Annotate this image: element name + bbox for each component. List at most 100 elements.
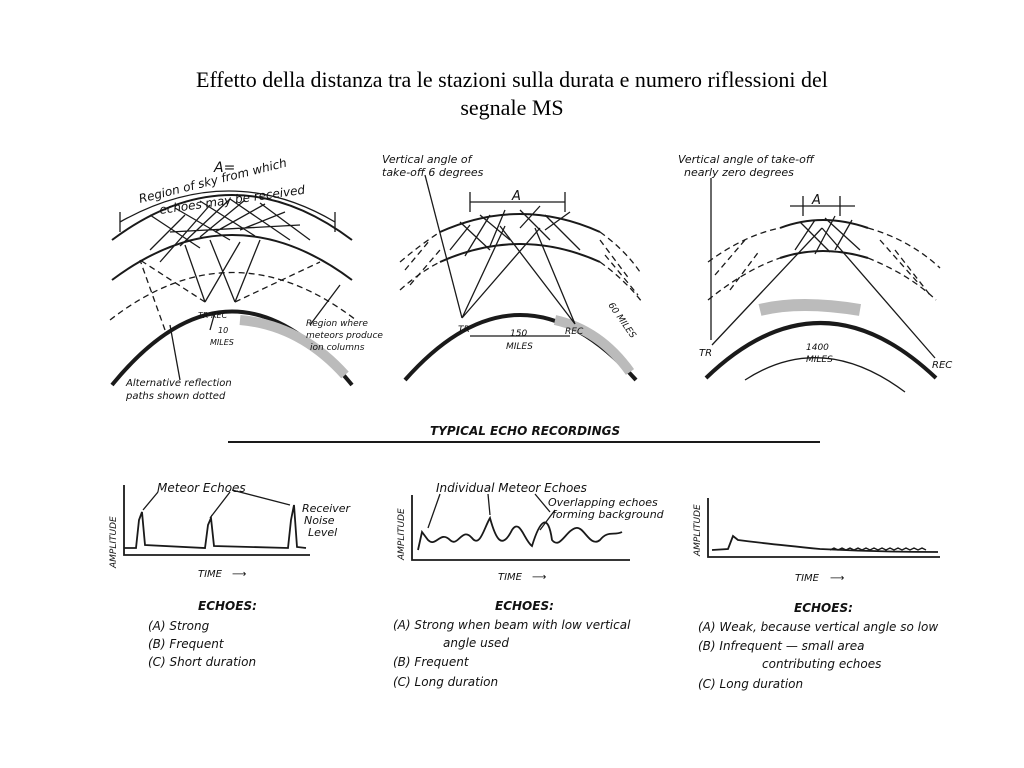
rec3-xlabel: TIME: [795, 573, 820, 584]
meteor-dashed-right-2: [599, 231, 643, 303]
panel1-meteor-line3: ion columns: [310, 343, 365, 353]
meteor-region-lower-3: [779, 250, 869, 259]
panel2-a-label: A: [511, 189, 521, 204]
panel3-rec: REC: [932, 360, 952, 371]
ray-paths-1: [184, 239, 261, 303]
reflection-lattice-1: [149, 198, 311, 263]
meteor-dashed-left-2: [399, 231, 441, 291]
meteor-dashed-3: [707, 227, 941, 301]
rec1-xarrow: ⟶: [232, 569, 246, 580]
echoes2-item-a: (A) Strong when beam with low vertical: [393, 618, 631, 632]
echoes1-heading: ECHOES:: [198, 599, 257, 613]
rec2-xlabel: TIME: [498, 572, 523, 583]
rec3-axes: [707, 498, 940, 558]
panel-medium-distance: [399, 174, 643, 382]
rec2-axes: [411, 495, 630, 561]
meteor-region-upper-1: [111, 194, 353, 241]
take-off-pointer-2: [424, 174, 463, 319]
panel2-dist-line1: 150: [510, 329, 527, 339]
rec1-axes: [123, 485, 310, 556]
panel1-meteor-line2: meteors produce: [306, 331, 383, 341]
panel3-angle-line1: Vertical angle of take-off: [678, 153, 815, 166]
meteor-outer-dashed-1: [109, 271, 357, 321]
panel2-angle-line1: Vertical angle of: [382, 153, 474, 166]
ray-paths-2: [461, 225, 576, 325]
panel2-tr: TR: [458, 325, 470, 335]
pointer-lines-1: [169, 284, 341, 381]
ray-paths-3: [711, 227, 936, 359]
panel2-dist-line2: MILES: [506, 342, 533, 352]
rec3-xarrow: ⟶: [830, 573, 844, 584]
echoes3-item-b-cont: contributing echoes: [762, 657, 881, 671]
rec1-xlabel: TIME: [198, 569, 223, 580]
panel1-alt-line1: Alternative reflection: [125, 378, 232, 389]
rec2-xarrow: ⟶: [532, 572, 546, 583]
meteor-region-upper-2: [439, 213, 601, 233]
rec2-pointers: [427, 493, 556, 531]
echoes2-item-a-cont: angle used: [443, 636, 509, 650]
panel3-angle-line2: nearly zero degrees: [684, 166, 794, 179]
echoes2-item-c: (C) Long duration: [393, 675, 498, 689]
echoes2-item-b: (B) Frequent: [393, 655, 470, 669]
echoes3-heading: ECHOES:: [794, 601, 853, 615]
echoes1-item-b: (B) Frequent: [148, 637, 225, 651]
recording-3: [707, 498, 940, 558]
echoes3-item-b: (B) Infrequent — small area: [698, 639, 864, 653]
meteor-region-lower-1: [111, 234, 353, 281]
rec2-ylabel: AMPLITUDE: [397, 508, 407, 561]
recording-1: [123, 485, 310, 556]
title-line-2: segnale MS: [460, 95, 564, 120]
rec3-trace: [711, 534, 939, 553]
panel1-alt-line2: paths shown dotted: [125, 391, 226, 402]
panel1-tr-rec: TR REC: [198, 311, 228, 320]
bracket-a-3: [790, 196, 855, 216]
panel1-meteor-line1: Region where: [306, 319, 368, 329]
panel3-tr: TR: [699, 348, 712, 359]
earth-surface-3: [704, 321, 938, 380]
rec1-pointers: [142, 489, 291, 519]
rec2-annotation: Individual Meteor Echoes: [436, 481, 587, 495]
echoes1-item-a: (A) Strong: [148, 619, 210, 633]
panel2-angle-line2: take-off 6 degrees: [382, 166, 484, 179]
rec3-ripple: [829, 547, 927, 551]
rec2-overlap-line2: forming background: [552, 508, 665, 521]
panel-short-distance: [109, 190, 357, 387]
rec2-overlap-line1: Overlapping echoes: [548, 496, 658, 509]
rec1-trace: [124, 504, 307, 549]
panel1-a-label: A=: [213, 160, 235, 176]
rec1-ylabel: AMPLITUDE: [109, 516, 119, 569]
earth-shading-1: [239, 315, 349, 379]
panel1-dist-line1: 10: [218, 326, 228, 335]
panel2-side-label: 60 MILES: [606, 301, 638, 341]
earth-shading-3: [758, 299, 861, 316]
reflection-lattice-2: [449, 205, 581, 257]
page-title: Effetto della distanza tra le stazioni s…: [0, 66, 1024, 122]
echoes2-heading: ECHOES:: [495, 599, 554, 613]
rec1-annotation: Meteor Echoes: [157, 481, 246, 495]
lattice-3: [794, 215, 861, 255]
rec2-trace: [417, 515, 623, 551]
rec1-noise-line3: Level: [308, 526, 337, 539]
panel3-dist-line2: MILES: [806, 355, 833, 365]
panel2-rec: REC: [565, 327, 584, 337]
distance-arrow-3: [744, 357, 906, 393]
panel1-dist-line2: MILES: [210, 338, 234, 347]
panel-long-distance: [704, 178, 941, 393]
meteor-region-lower-2: [439, 243, 601, 263]
panel3-a-label: A: [811, 193, 821, 208]
region-bracket-1: [119, 190, 336, 232]
meteor-region-upper-3: [779, 219, 869, 229]
rec3-ylabel: AMPLITUDE: [693, 504, 703, 557]
lattice-dashed-3: [714, 239, 931, 296]
rec1-noise-line2: Noise: [304, 514, 335, 527]
echoes3-item-c: (C) Long duration: [698, 677, 803, 691]
earth-shading-2: [553, 315, 635, 375]
recording-2: [411, 493, 630, 561]
lattice-dashed-2: [404, 239, 639, 296]
rec1-noise-line1: Receiver: [302, 502, 352, 515]
echoes1-item-c: (C) Short duration: [148, 655, 256, 669]
section-title: TYPICAL ECHO RECORDINGS: [430, 424, 620, 438]
echoes3-item-a: (A) Weak, because vertical angle so low: [698, 620, 938, 634]
panel3-dist-line1: 1400: [806, 343, 829, 353]
